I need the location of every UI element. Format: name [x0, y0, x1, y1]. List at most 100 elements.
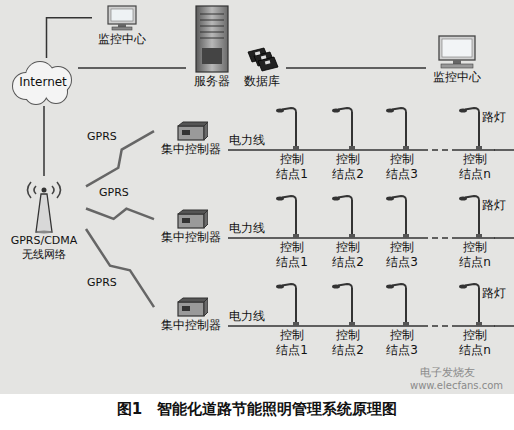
node-text: 控制 结点3 [383, 152, 421, 182]
control-node: 控制 结点1 [272, 282, 312, 358]
watermark: 电子发烧友 [420, 366, 475, 379]
figure-caption: 图1 智能化道路节能照明管理系统原理图 [0, 400, 514, 419]
power-line [312, 325, 328, 327]
node-text: GPRS/CDMA 无线网络 [2, 234, 86, 262]
node-text: 控制 结点3 [383, 240, 421, 270]
lamp-icon [382, 194, 422, 240]
control-node: 控制 结点3 [382, 194, 422, 270]
node-text: 服务器 [186, 74, 238, 89]
lamp-icon [272, 194, 312, 240]
power-line [312, 237, 328, 239]
control-node: 控制 结点3 [382, 282, 422, 358]
power-line-label: 电力线 [228, 309, 266, 323]
central-controller: 集中控制器 [154, 120, 228, 157]
node-text: 控制 结点2 [329, 328, 367, 358]
network-line [47, 18, 93, 58]
power-line [312, 149, 328, 151]
node-text: 集中控制器 [154, 318, 228, 333]
ctrl-icon [154, 208, 228, 230]
lamp-icon [382, 106, 422, 152]
lamp-icon [382, 282, 422, 328]
central-controller: 集中控制器 [154, 296, 228, 333]
lamp-symbol [382, 282, 422, 328]
watermark: www.elecfans.com [410, 380, 503, 392]
power-line [368, 149, 382, 151]
network-line [43, 106, 45, 176]
lamp-icon [272, 282, 312, 328]
link-label: GPRS [86, 276, 118, 289]
lamp-label: 路灯 [482, 286, 506, 300]
node-text: 控制 结点n [456, 328, 494, 358]
power-line [228, 325, 272, 327]
network-line [286, 67, 426, 69]
tower-icon [2, 176, 86, 234]
lamp-symbol [272, 106, 312, 152]
monitor2-icon [426, 34, 488, 70]
db-icon [238, 44, 286, 74]
ctrl-icon [154, 296, 228, 318]
server-icon [186, 4, 238, 74]
control-node: 控制 结点2 [328, 194, 368, 270]
power-line [422, 237, 455, 239]
lamp-icon [328, 106, 368, 152]
monitor-icon [92, 4, 152, 32]
caption-text: 图1 智能化道路节能照明管理系统原理图 [117, 400, 397, 418]
wireless-link [86, 209, 154, 220]
node-text: 控制 结点2 [329, 152, 367, 182]
node-text: 控制 结点3 [383, 328, 421, 358]
wireless-tower: GPRS/CDMA 无线网络 [2, 176, 86, 262]
lamp-icon [328, 194, 368, 240]
ctrl-icon [154, 120, 228, 142]
power-line [368, 237, 382, 239]
lamp-symbol [382, 106, 422, 152]
server-symbol [190, 4, 234, 74]
lamp-symbol [328, 106, 368, 152]
server: 服务器 [186, 4, 238, 89]
node-text: 集中控制器 [154, 230, 228, 245]
node-text: 控制 结点2 [329, 240, 367, 270]
node-text: 监控中心 [92, 32, 152, 47]
monitor-symbol [105, 4, 139, 32]
lamp-symbol [272, 282, 312, 328]
monitor2-symbol [433, 34, 481, 70]
node-text: 监控中心 [426, 70, 488, 85]
central-controller: 集中控制器 [154, 208, 228, 245]
node-text: 数据库 [238, 74, 286, 89]
node-text: 集中控制器 [154, 142, 228, 157]
control-node: 控制 结点1 [272, 194, 312, 270]
wireless-link [86, 229, 154, 307]
network-line [78, 67, 186, 69]
internet-cloud: Internet [8, 58, 78, 106]
node-text: Internet [19, 75, 67, 90]
node-text: 控制 结点1 [273, 152, 311, 182]
power-line [228, 149, 272, 151]
monitor-center: 监控中心 [92, 4, 152, 47]
node-text: 控制 结点n [456, 240, 494, 270]
node-text: 控制 结点1 [273, 328, 311, 358]
ctrl-symbol [174, 296, 208, 318]
power-line-label: 电力线 [228, 133, 266, 147]
lamp-symbol [382, 194, 422, 240]
control-node: 控制 结点1 [272, 106, 312, 182]
control-node: 控制 结点2 [328, 282, 368, 358]
ctrl-symbol [174, 120, 208, 142]
ctrl-symbol [174, 208, 208, 230]
power-line [368, 325, 382, 327]
lamp-icon [272, 106, 312, 152]
tower-symbol [14, 176, 74, 234]
link-label: GPRS [86, 130, 118, 143]
node-text: 控制 结点n [456, 152, 494, 182]
lamp-label: 路灯 [482, 198, 506, 212]
link-label: GPRS [98, 186, 130, 199]
lamp-symbol [328, 282, 368, 328]
power-line [422, 325, 455, 327]
monitor-center: 监控中心 [426, 34, 488, 85]
control-node: 控制 结点2 [328, 106, 368, 182]
lamp-symbol [272, 194, 312, 240]
power-line-label: 电力线 [228, 221, 266, 235]
database: 数据库 [238, 44, 286, 89]
db-symbol [244, 44, 280, 74]
lamp-symbol [328, 194, 368, 240]
control-node: 控制 结点3 [382, 106, 422, 182]
power-line [422, 149, 455, 151]
